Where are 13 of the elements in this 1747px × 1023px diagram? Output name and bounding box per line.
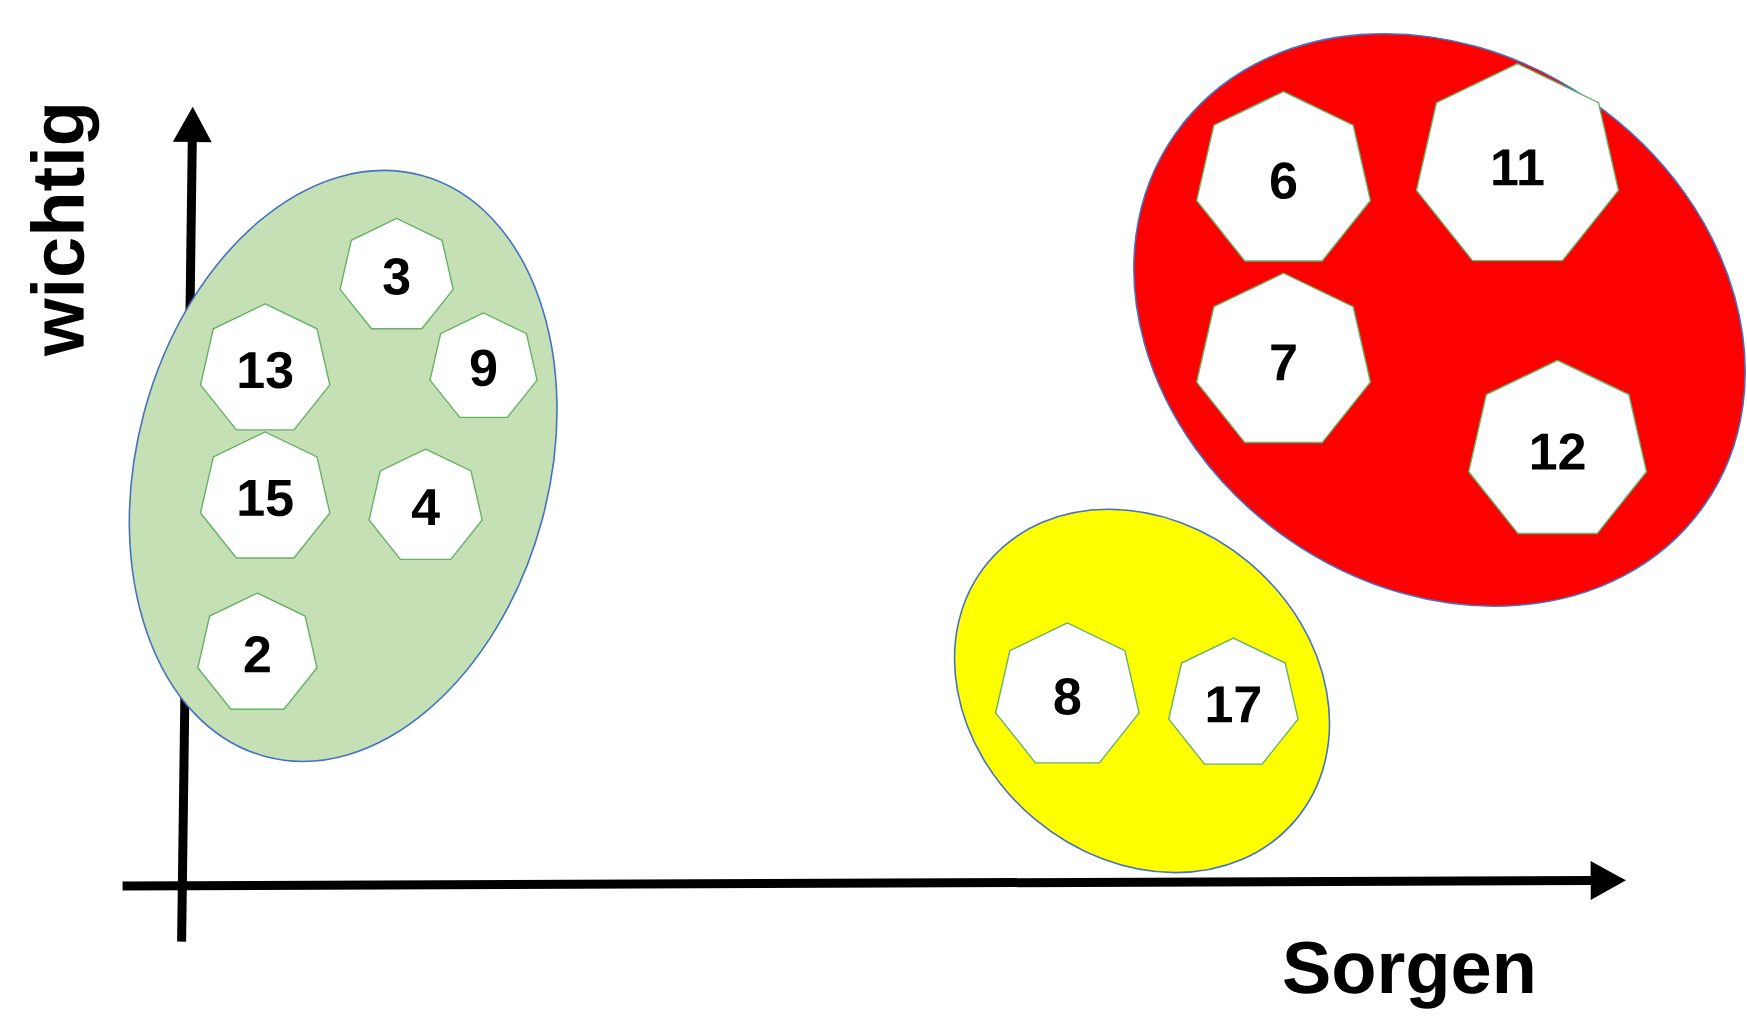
number-heptagon: 2 <box>197 592 318 710</box>
number-heptagon: 4 <box>368 448 483 561</box>
axis-label: wichtig <box>30 106 100 357</box>
number-heptagon: 13 <box>199 303 331 431</box>
number-heptagon: 17 <box>1168 637 1299 765</box>
number-heptagon: 3 <box>339 217 454 330</box>
number-heptagon: 9 <box>429 312 538 419</box>
axis-label: Sorgen <box>1284 941 1533 1009</box>
number-heptagon: 7 <box>1195 272 1372 444</box>
number-heptagon: 6 <box>1195 90 1372 262</box>
number-heptagon: 8 <box>994 622 1140 764</box>
number-heptagon: 12 <box>1467 359 1648 535</box>
number-heptagon: 15 <box>199 431 331 559</box>
